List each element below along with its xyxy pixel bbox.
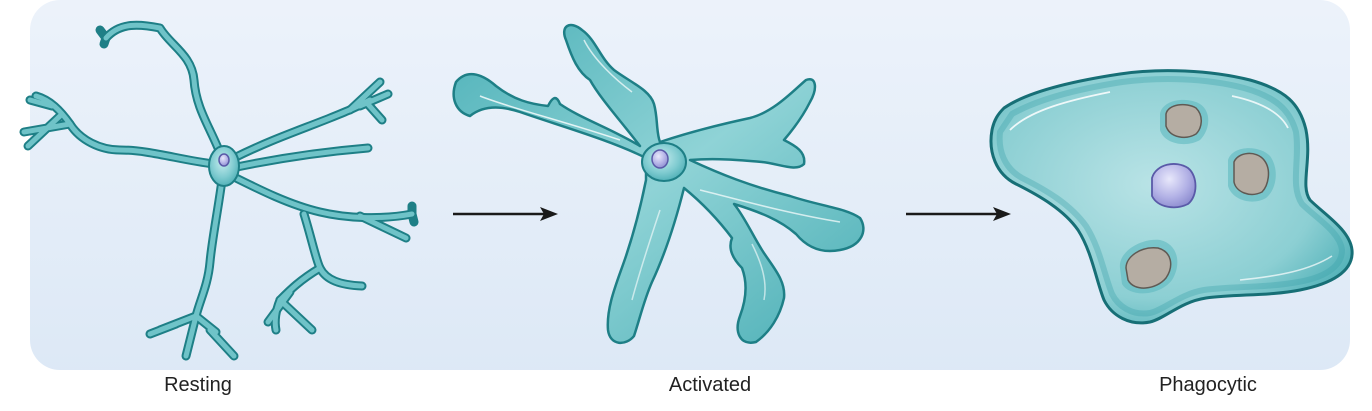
phagocytic-microglia-icon: [989, 69, 1354, 325]
right-arrow-icon: [906, 207, 1011, 221]
phagosome-right: [1228, 148, 1276, 202]
activated-microglia-icon: [452, 23, 865, 344]
phagosome-top: [1160, 99, 1209, 145]
phagosome-bottom: [1119, 239, 1178, 294]
label-phagocytic: Phagocytic: [1159, 374, 1257, 396]
label-resting: Resting: [164, 374, 232, 396]
phagocytic-nucleus: [1151, 163, 1197, 209]
right-arrow-icon: [453, 207, 558, 221]
resting-microglia-icon: [19, 20, 419, 361]
label-activated: Activated: [668, 374, 752, 396]
